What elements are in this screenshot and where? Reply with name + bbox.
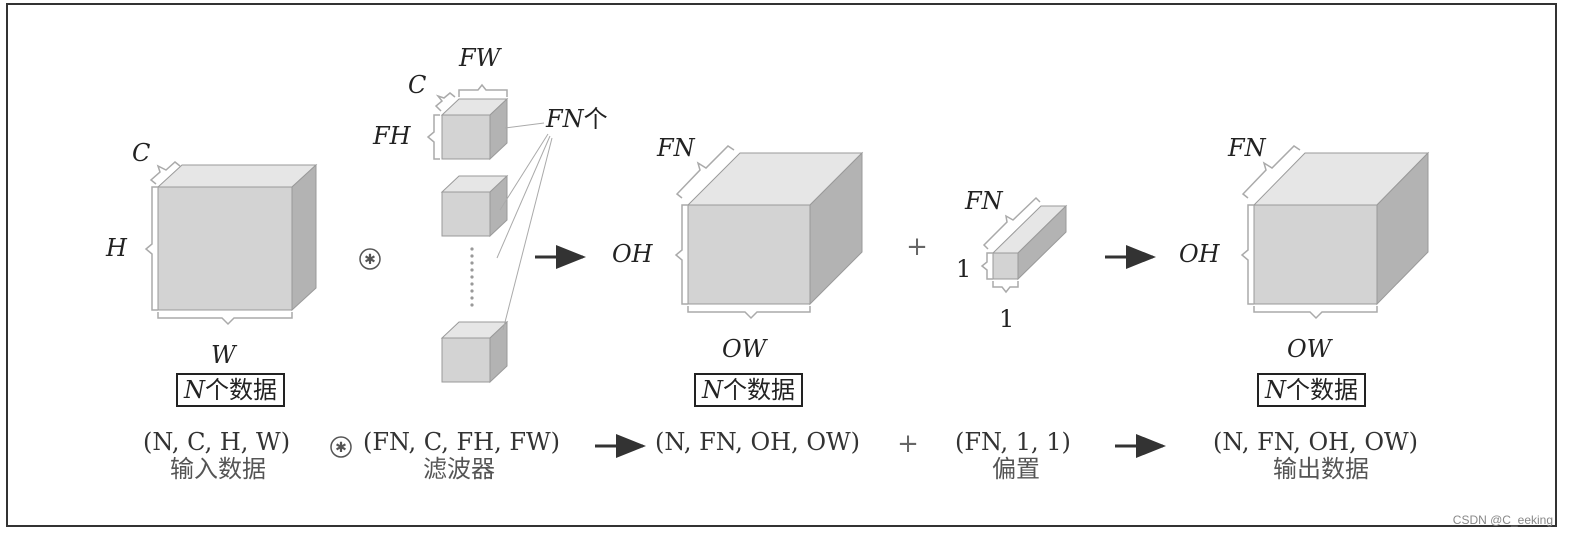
plus-operator-large: + [906, 232, 928, 262]
output-count-n: N [1265, 376, 1286, 404]
conv-operator-small: ✱ [330, 436, 352, 458]
filter-shape: (FN, C, FH, FW) [363, 428, 561, 456]
filter-pointer-lines [496, 122, 553, 331]
input-count-n: N [184, 376, 205, 404]
conv-out-count-text: 个数据 [723, 376, 795, 404]
filter-caption: 滤波器 [423, 455, 495, 483]
conv-out-count-n: N [702, 376, 723, 404]
output-width-label: OW [1287, 335, 1332, 363]
output-height-label: OH [1179, 240, 1220, 268]
filter-cube-2 [440, 174, 509, 238]
filter-count-fn: FN [546, 105, 584, 133]
conv-out-count-box: N个数据 [694, 373, 803, 408]
output-brackets [1240, 145, 1378, 320]
input-channel-label: C [132, 139, 151, 167]
svg-text:✱: ✱ [335, 440, 347, 456]
output-cube [1252, 151, 1430, 306]
bias-bar [991, 204, 1068, 281]
filter-count-label: FN个 [546, 107, 608, 131]
svg-text:✱: ✱ [364, 252, 376, 268]
filter-ellipsis-dots [470, 247, 474, 307]
filter-brackets [426, 83, 508, 160]
input-brackets [144, 161, 293, 326]
conv-out-channel-label: FN [657, 134, 695, 162]
conv-operator-large: ✱ [359, 248, 381, 270]
bias-caption: 偏置 [992, 455, 1040, 483]
conv-out-width-label: OW [722, 335, 767, 363]
filter-width-label: FW [459, 44, 501, 72]
bias-shape: (FN, 1, 1) [955, 428, 1071, 456]
input-height-label: H [106, 234, 127, 262]
input-shape: (N, C, H, W) [143, 428, 291, 456]
filter-height-label: FH [373, 122, 411, 150]
conv-out-shape: (N, FN, OH, OW) [655, 428, 861, 456]
input-width-label: W [211, 341, 236, 369]
plus-operator-small: + [897, 429, 919, 459]
bias-width-label: 1 [999, 305, 1015, 333]
input-count-text: 个数据 [205, 376, 277, 404]
conv-out-brackets [674, 145, 811, 320]
conv-out-height-label: OH [612, 240, 653, 268]
bias-channel-label: FN [965, 187, 1003, 215]
watermark: CSDN @C_eeking [1452, 513, 1553, 527]
input-cube [156, 163, 318, 312]
filter-cube-1 [440, 97, 509, 161]
conv-out-cube [686, 151, 864, 306]
bias-height-label: 1 [956, 255, 972, 283]
filter-cube-n [440, 320, 509, 384]
output-count-box: N个数据 [1257, 373, 1366, 408]
input-caption: 输入数据 [170, 455, 266, 483]
output-count-text: 个数据 [1286, 376, 1358, 404]
filter-cubes [426, 83, 553, 384]
output-channel-label: FN [1228, 134, 1266, 162]
filter-channel-label: C [408, 71, 427, 99]
input-count-box: N个数据 [176, 373, 285, 408]
bias-brackets [980, 196, 1041, 294]
output-shape: (N, FN, OH, OW) [1213, 428, 1419, 456]
output-caption: 输出数据 [1273, 455, 1369, 483]
filter-count-ge: 个 [583, 105, 608, 133]
